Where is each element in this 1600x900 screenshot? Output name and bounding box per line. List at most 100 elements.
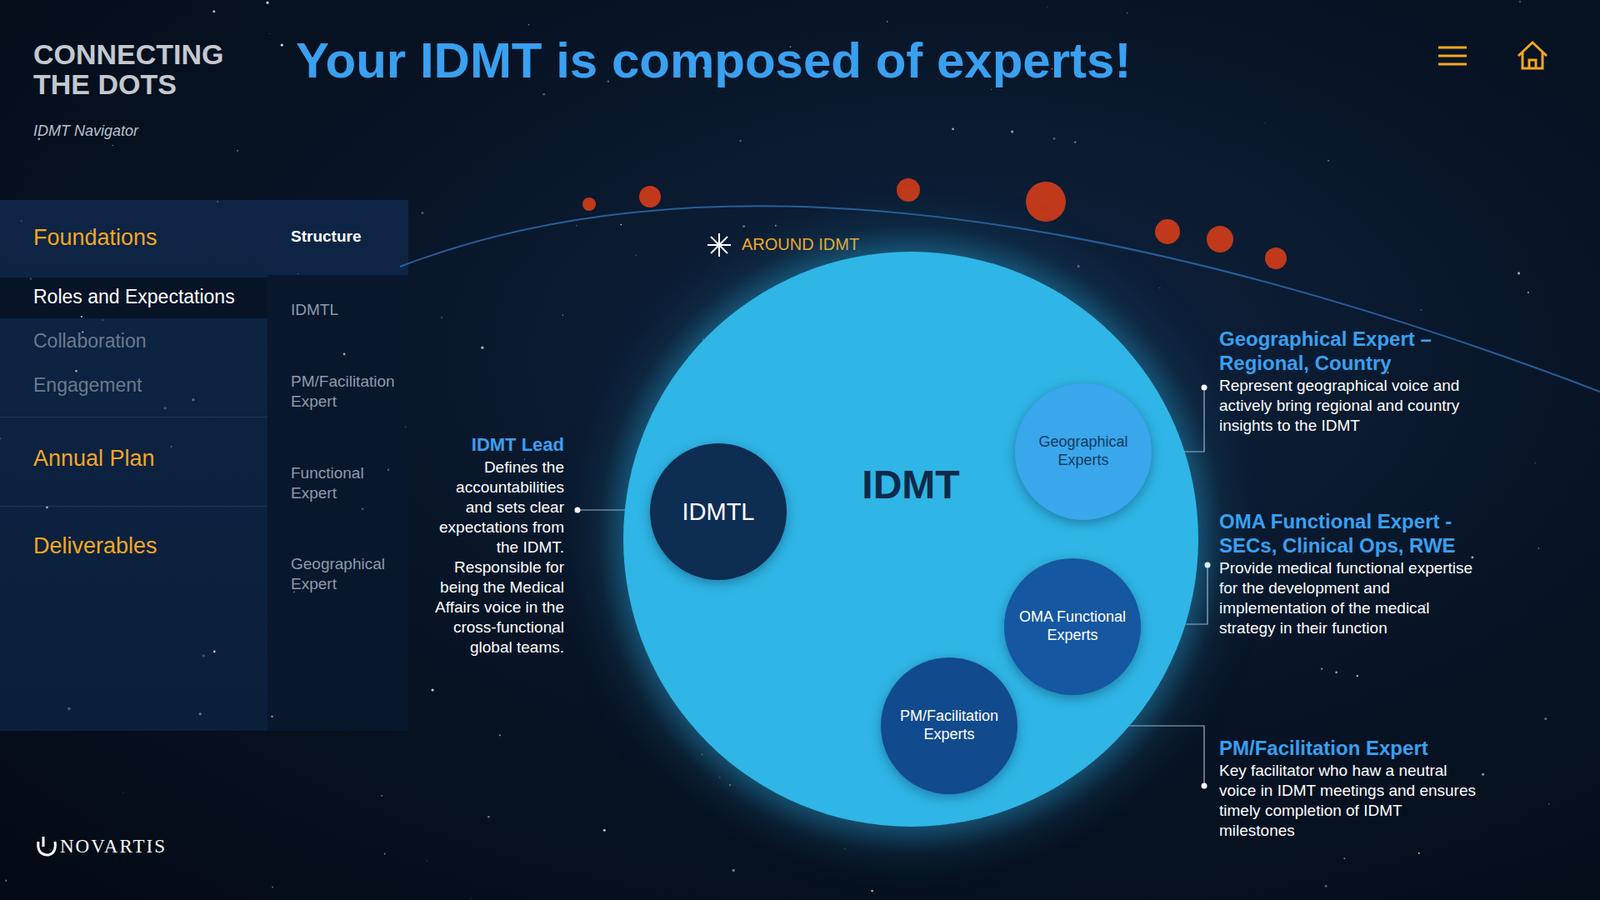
menu-icon xyxy=(1438,47,1467,65)
star xyxy=(431,688,435,691)
star xyxy=(886,20,889,23)
star xyxy=(440,316,443,319)
star xyxy=(1356,675,1359,677)
subnav-item: Structure xyxy=(290,227,408,246)
star xyxy=(297,273,299,275)
subnav-item: PM/Facilitation Expert xyxy=(290,371,408,412)
star xyxy=(280,43,284,46)
star xyxy=(421,211,425,215)
star xyxy=(742,225,745,228)
star xyxy=(1418,852,1420,855)
glow xyxy=(598,226,1224,852)
callout-heading: IDMT Lead xyxy=(430,434,565,456)
star xyxy=(1325,885,1328,888)
subnav-panel xyxy=(267,275,409,731)
star xyxy=(1420,309,1423,311)
star xyxy=(216,200,219,203)
star xyxy=(739,140,741,142)
star xyxy=(1519,0,1521,3)
subnav-item: Functional Expert xyxy=(290,463,408,504)
star xyxy=(384,853,386,855)
star xyxy=(470,898,472,900)
brand-name: NOVARTIS xyxy=(60,835,227,858)
star xyxy=(164,406,167,410)
role-circle: OMA Functional Experts xyxy=(1004,558,1141,695)
callout-heading: OMA Functional Expert - SECs, Clinical O… xyxy=(1219,510,1495,559)
star xyxy=(265,1,269,5)
star xyxy=(361,508,365,511)
star xyxy=(542,93,545,96)
star xyxy=(202,654,205,657)
star xyxy=(112,145,114,146)
star xyxy=(575,225,578,227)
star xyxy=(199,712,202,715)
node-text: OMA Functional Experts xyxy=(1012,608,1133,645)
star xyxy=(1053,137,1056,140)
role-circle: Geographical Experts xyxy=(1015,383,1152,520)
star xyxy=(620,224,622,226)
star xyxy=(499,734,501,736)
orbit-label: AROUND IDMT xyxy=(741,235,909,255)
group-circle: IDMTIDMTLGeographical ExpertsOMA Functio… xyxy=(623,251,1199,827)
star xyxy=(562,315,564,316)
page-title: Your IDMT is composed of experts! xyxy=(295,31,1131,90)
star xyxy=(1517,271,1520,275)
star xyxy=(343,353,346,356)
star xyxy=(603,829,606,832)
star xyxy=(380,795,383,797)
star xyxy=(170,445,173,448)
star xyxy=(635,255,637,256)
star xyxy=(67,707,71,711)
star xyxy=(405,425,406,427)
star xyxy=(387,469,390,471)
star xyxy=(0,437,1,440)
halo xyxy=(581,210,1240,869)
star xyxy=(191,398,195,401)
subnav-item: Geographical Expert xyxy=(290,554,408,595)
star xyxy=(1527,291,1530,294)
star xyxy=(213,650,216,654)
node-text: Geographical Experts xyxy=(1023,433,1144,470)
node-text: IDMTL xyxy=(682,497,755,527)
nav-divider xyxy=(0,505,268,507)
star xyxy=(1548,803,1550,805)
star xyxy=(75,370,78,373)
star xyxy=(732,869,735,872)
star xyxy=(1320,667,1323,670)
star xyxy=(1538,547,1540,550)
star xyxy=(80,315,83,318)
callout-body: Represent geographical voice and activel… xyxy=(1219,375,1478,436)
home-icon xyxy=(1518,42,1547,69)
star xyxy=(1343,857,1345,860)
role-circle: IDMTL xyxy=(650,443,787,580)
callout-body: Provide medical functional expertise for… xyxy=(1219,558,1478,639)
star xyxy=(30,277,33,280)
star xyxy=(951,127,955,130)
star-icon xyxy=(707,233,731,257)
star xyxy=(487,815,490,819)
star xyxy=(5,879,8,882)
star xyxy=(1535,462,1536,464)
callout-heading: Geographical Expert – Regional, Country xyxy=(1219,327,1495,376)
star xyxy=(236,150,239,152)
star xyxy=(212,10,215,13)
star xyxy=(1481,773,1485,776)
nav-item: Roles and Expectations xyxy=(33,285,263,309)
star xyxy=(775,225,777,227)
logo-text: CONNECTING THE DOTS xyxy=(33,40,259,100)
role-circle: PM/Facilitation Experts xyxy=(880,657,1018,795)
star xyxy=(269,33,270,35)
subtitle: IDMT Navigator xyxy=(33,122,242,140)
star xyxy=(480,346,484,350)
star xyxy=(1010,130,1014,133)
star xyxy=(1264,122,1265,124)
star xyxy=(870,890,874,893)
star xyxy=(1470,555,1474,559)
nav-divider xyxy=(0,416,268,418)
callout-body: Key facilitator who haw a neutral voice … xyxy=(1219,760,1478,841)
starfield xyxy=(0,0,1550,900)
star xyxy=(528,24,530,25)
subnav-item: IDMTL xyxy=(290,300,408,320)
nav-item: Annual Plan xyxy=(33,445,259,472)
star xyxy=(1046,6,1048,8)
